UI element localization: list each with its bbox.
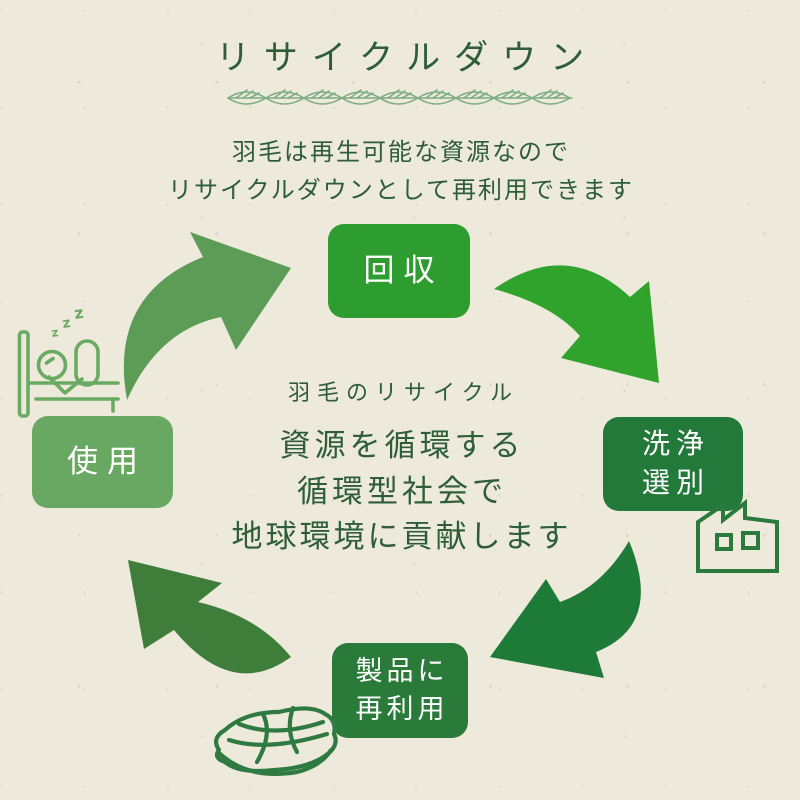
zzz-letter-3: z bbox=[73, 304, 85, 323]
arrow-use-to-collect-icon bbox=[123, 232, 291, 400]
arrow-wash-to-reuse-icon bbox=[490, 541, 641, 678]
cycle-node-reuse-line2: 再利用 bbox=[355, 693, 449, 725]
cycle-node-collect-label: 回収 bbox=[363, 252, 444, 289]
center-message-line-3: 地球環境に貢献します bbox=[231, 519, 572, 555]
cycle-node-wash-line1: 洗浄 bbox=[641, 427, 710, 461]
cycle-node-wash-line2: 選別 bbox=[641, 466, 710, 499]
arrow-collect-to-wash-icon bbox=[494, 265, 659, 383]
zzz-letter-2: z bbox=[61, 315, 71, 332]
arrow-reuse-to-use-icon bbox=[128, 560, 291, 674]
cycle-node-collect: 回収 bbox=[328, 224, 470, 318]
subtitle-line-2: リサイクルダウンとして再利用できます bbox=[167, 176, 635, 204]
sleeping-person-in-bed-icon: z z z bbox=[17, 304, 120, 418]
cycle-node-wash-sort: 洗浄 選別 bbox=[603, 417, 743, 511]
cycle-node-reuse-in-products: 製品に 再利用 bbox=[332, 643, 468, 738]
zzz-letter-1: z bbox=[50, 325, 59, 340]
center-heading: 羽毛のリサイクル bbox=[288, 381, 519, 406]
subtitle-line-1: 羽毛は再生可能な資源なので bbox=[232, 138, 570, 166]
folded-futon-icon bbox=[214, 705, 338, 776]
leaf-chain-divider-icon bbox=[226, 89, 573, 105]
cycle-node-use: 使用 bbox=[32, 416, 173, 508]
cycle-node-use-label: 使用 bbox=[67, 443, 147, 480]
cycle-node-reuse-line1: 製品に bbox=[355, 656, 449, 688]
factory-icon bbox=[696, 498, 779, 573]
center-message-line-2: 循環型社会で bbox=[297, 474, 507, 510]
page-title: リサイクルダウン bbox=[215, 38, 599, 78]
center-message-line-1: 資源を循環する bbox=[279, 428, 525, 464]
